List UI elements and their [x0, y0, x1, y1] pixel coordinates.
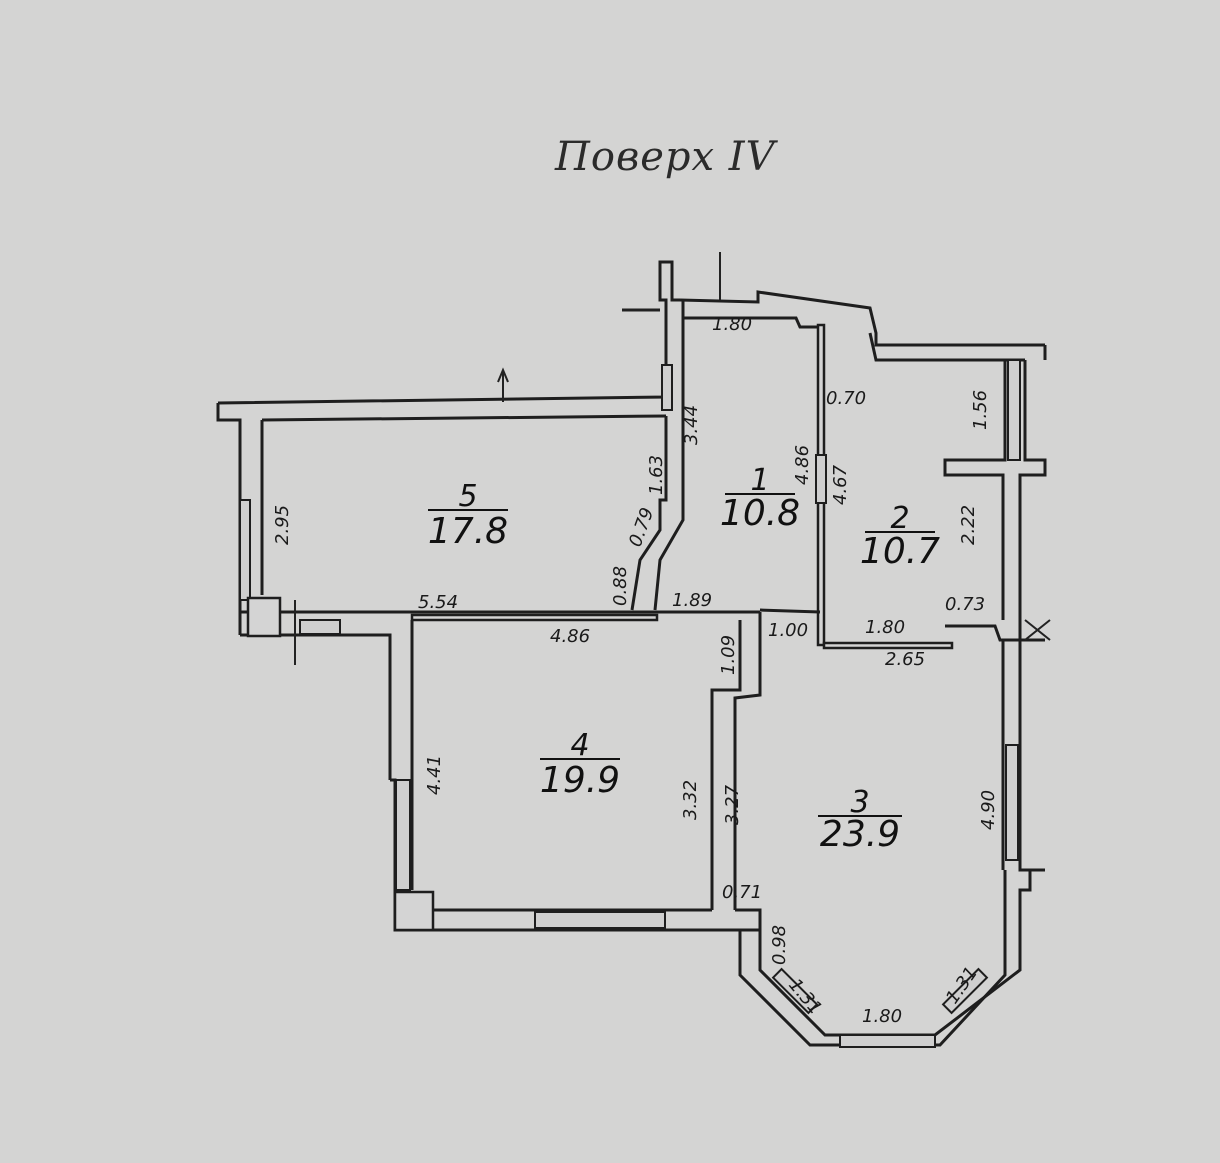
- dim-4-90: 4.90: [978, 790, 999, 830]
- door-room2: [815, 454, 827, 504]
- dim-4-86-vertical: 4.86: [792, 445, 813, 485]
- dim-2-95: 2.95: [272, 505, 293, 545]
- room5-area: 17.8: [428, 511, 508, 552]
- room5-number: 5: [458, 479, 477, 514]
- markers: [294, 252, 1051, 665]
- window-room5: [239, 499, 251, 601]
- entry-arrow-icon: [497, 367, 509, 402]
- wall-room2-top-inner: [868, 332, 1025, 362]
- dim-2-65: 2.65: [885, 649, 925, 670]
- wall-room2-bottom-right: [945, 624, 1045, 642]
- column-bottom-left: [393, 890, 435, 932]
- dim-4-86-horizontal: 4.86: [550, 626, 590, 647]
- window-room3-right: [1005, 744, 1019, 861]
- dim-1-89: 1.89: [672, 590, 712, 611]
- window-room4-left: [395, 779, 411, 891]
- door-room5: [661, 364, 673, 411]
- room-labels: 1 10.8 2 10.7 3 23.9 4 19.9 5 17.8: [428, 463, 940, 855]
- room1-number: 1: [750, 463, 769, 498]
- wall-room1-bottom: [759, 608, 821, 614]
- window-room3-bay-left: [771, 967, 819, 1015]
- wall-room4-left-outer-top: [240, 633, 392, 780]
- wall-room4-right: [710, 620, 742, 910]
- room3-number: 3: [850, 785, 869, 820]
- wall-room2-right-inner: [943, 360, 1007, 620]
- room4-area: 19.9: [540, 760, 620, 801]
- dim-3-44: 3.44: [681, 405, 702, 445]
- room1-area: 10.8: [720, 493, 800, 534]
- wall-room3-bay-inner: [758, 870, 1032, 1037]
- window-room4-bottom: [534, 911, 666, 929]
- wall-room5-top-inner: [261, 414, 667, 422]
- dimension-labels: 1.80 0.70 1.56 3.44 1.63 4.86 4.67 2.22 …: [272, 314, 999, 1027]
- wall-room3-right-outer: [1018, 640, 1045, 872]
- window-room3-bay-center: [839, 1034, 936, 1048]
- wall-room1-left: [653, 300, 685, 611]
- dim-1-09: 1.09: [718, 635, 739, 675]
- wall-room2-bottom: [822, 641, 954, 650]
- dim-1-80-middle: 1.80: [865, 617, 905, 638]
- cross-mark-right: [1024, 619, 1051, 641]
- window-room3-bay-right: [941, 967, 989, 1015]
- dim-5-54: 5.54: [418, 592, 458, 613]
- room4-number: 4: [570, 728, 589, 763]
- dim-0-98: 0.98: [769, 925, 790, 965]
- room3-area: 23.9: [820, 814, 900, 855]
- dim-0-88: 0.88: [610, 566, 631, 606]
- window-room5-bottom: [299, 619, 341, 635]
- wall-room4-top: [410, 613, 659, 622]
- dim-0-73: 0.73: [945, 594, 985, 615]
- wall-top-room1-room2: [679, 290, 1045, 347]
- dim-1-56: 1.56: [970, 390, 991, 430]
- walls: [216, 260, 1047, 1048]
- room2-area: 10.7: [860, 531, 940, 572]
- dim-0-70: 0.70: [826, 388, 866, 409]
- dim-1-80-bottom: 1.80: [862, 1006, 902, 1027]
- dim-1-00: 1.00: [768, 620, 808, 641]
- column-left: [246, 596, 282, 638]
- dim-2-22: 2.22: [958, 505, 979, 545]
- wall-room3-left: [733, 612, 762, 910]
- window-room2: [1007, 359, 1021, 461]
- wall-room5-right: [630, 416, 668, 611]
- dim-4-67: 4.67: [830, 464, 851, 505]
- dim-4-41: 4.41: [424, 755, 445, 795]
- dim-1-80-top: 1.80: [712, 314, 752, 335]
- dim-0-71: 0.71: [722, 882, 762, 903]
- dim-3-27: 3.27: [722, 784, 743, 825]
- floor-title: Поверх IV: [554, 134, 779, 180]
- dim-3-32: 3.32: [680, 780, 701, 820]
- wall-room1-top-inner: [683, 316, 820, 329]
- wall-room2-right-outer: [1018, 360, 1047, 640]
- dim-1-63: 1.63: [646, 455, 667, 495]
- room2-number: 2: [890, 501, 909, 536]
